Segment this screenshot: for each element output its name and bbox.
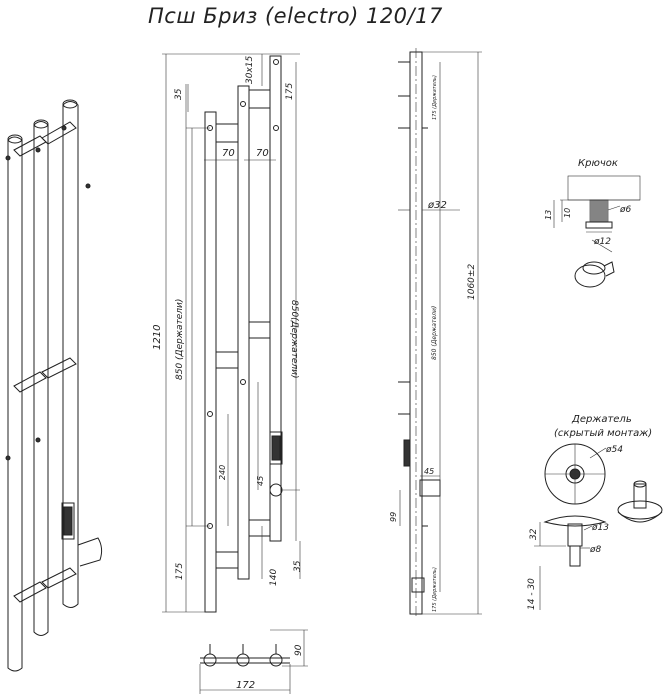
hook-dim-13: 13 [544, 210, 553, 220]
dim-175-bottom: 175 [175, 563, 185, 580]
dim-850-side: 850 (Держатели) [431, 306, 438, 360]
hook-title: Крючок [578, 158, 618, 169]
dim-70-left: 70 [222, 148, 235, 159]
dim-175-side-bottom: 175 (Держатель) [432, 567, 438, 612]
holder-title-2: (скрытый монтаж) [554, 428, 652, 439]
dim-35-bottom: 35 [293, 560, 303, 572]
dim-140: 140 [269, 569, 279, 586]
holder-dim-54: ø54 [605, 445, 623, 455]
perspective-view [5, 99, 103, 672]
dim-70-right: 70 [256, 148, 269, 159]
holder-dim-14-30: 14 - 30 [527, 578, 537, 610]
holder-dim-8: ø8 [589, 545, 602, 555]
dim-35-top: 35 [174, 88, 184, 100]
dim-30x15: 30x15 [245, 55, 255, 84]
drawing-title: Псш Бриз (electro) 120/17 [148, 4, 443, 28]
holder-title-1: Держатель [571, 414, 632, 425]
dim-90: 90 [294, 644, 304, 656]
dim-32-dia: ø32 [427, 200, 447, 211]
hook-dim-10: 10 [563, 208, 572, 218]
holder-dim-13: ø13 [591, 523, 609, 533]
dim-175-side-top: 175 (Держатель) [432, 75, 438, 120]
dim-45-side: 45 [424, 467, 434, 476]
holder-detail [534, 443, 663, 610]
dim-45-front: 45 [256, 476, 265, 486]
dim-850-left: 850 (Держатели) [175, 299, 185, 380]
dim-99: 99 [389, 512, 398, 522]
hook-dim-12: ø12 [593, 237, 611, 247]
top-view [199, 629, 308, 694]
hook-detail [553, 175, 641, 288]
dim-1210: 1210 [152, 325, 163, 350]
side-view [398, 48, 482, 618]
hook-dim-6: ø6 [619, 205, 632, 215]
front-view [162, 53, 301, 613]
holder-dim-32: 32 [529, 528, 539, 540]
dim-240: 240 [218, 465, 227, 480]
dim-175-top: 175 [285, 83, 295, 100]
dim-1060: 1060±2 [467, 264, 477, 300]
dim-172: 172 [236, 680, 255, 691]
dim-850-right: 850(Держатели) [289, 300, 299, 379]
